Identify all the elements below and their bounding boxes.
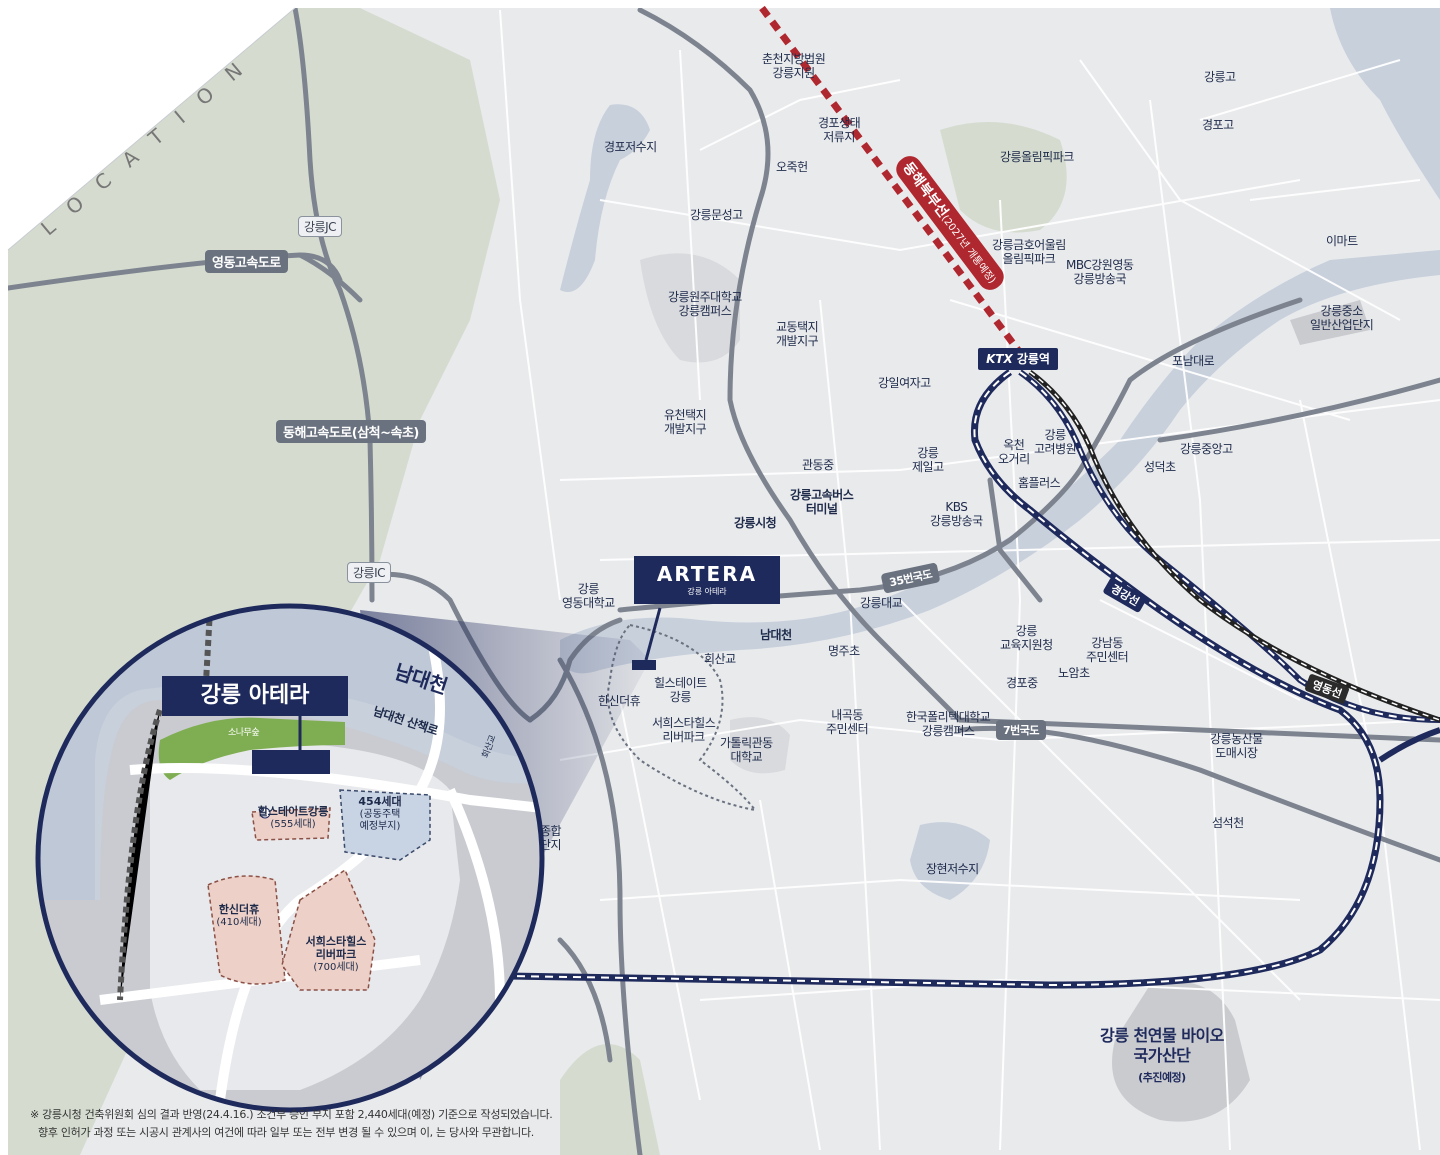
donghae-bukbu-line <box>759 5 1021 353</box>
zoom-circle <box>35 603 545 1113</box>
lot2-name: 454세대 <box>358 795 402 808</box>
lot1-label: 힐스테이트강릉(555세대) <box>250 806 336 831</box>
place-label: 경포저수지 <box>604 140 657 154</box>
lot-hanshin <box>207 875 286 985</box>
place-label: 성덕초 <box>1144 460 1176 474</box>
lot-hillstate <box>251 807 331 841</box>
gangneung-jc-label: 강릉JC <box>298 216 342 237</box>
place-label: 포남대로 <box>1172 354 1215 368</box>
site-marker <box>632 660 656 670</box>
gangneung-ic-label: 강릉IC <box>347 562 391 583</box>
place-label: 경포고 <box>1202 118 1234 132</box>
lot1-name: 힐스테이트강릉 <box>257 805 329 818</box>
lot2-sub2: 예정부지) <box>359 821 401 832</box>
place-label: 경포중 <box>1006 676 1038 690</box>
place-label: 남대천 <box>760 628 792 642</box>
bio-name1: 강릉 천연물 바이오 <box>1100 1026 1224 1045</box>
place-label: 관동중 <box>802 458 834 472</box>
lot3-name: 한신더휴 <box>218 903 260 916</box>
place-label: 노암초 <box>1058 666 1090 680</box>
lot4-name2: 리버파크 <box>315 948 357 961</box>
lot-454 <box>339 789 431 861</box>
place-label: 회산교 <box>704 652 736 666</box>
place-label: 장현저수지 <box>926 862 979 876</box>
lot4-name1: 서희스타힐스 <box>305 935 367 948</box>
footnote-2: 향후 인허가 과정 또는 시공시 관계사의 여건에 따라 일부 또는 전부 변경… <box>38 1126 535 1139</box>
circle-title: 강릉 아테라 <box>162 676 348 716</box>
place-label: 강릉중앙고 <box>1180 442 1233 456</box>
place-label: 홈플러스 <box>1018 476 1061 490</box>
lot3-units: (410세대) <box>216 917 262 928</box>
lot1-units: (555세대) <box>270 819 316 830</box>
place-label: 오죽헌 <box>776 160 808 174</box>
route7-label: 7번국도 <box>996 720 1047 740</box>
ktx-logo: KTX <box>986 352 1013 366</box>
lot2-sub1: (공동주택 <box>359 809 401 820</box>
place-label: 강일여자고 <box>878 376 931 390</box>
donghae-expressway-label: 동해고속도로(삼척~속초) <box>276 420 426 443</box>
place-label: 이마트 <box>1326 234 1358 248</box>
place-label: 명주초 <box>828 644 860 658</box>
place-label: 강릉올림픽파크 <box>1000 150 1074 164</box>
footnote-1: ※ 강릉시청 건축위원회 심의 결과 반영(24.4.16.) 조건부 승인 부… <box>30 1108 553 1121</box>
bio-name2: 국가산단 <box>1133 1046 1191 1065</box>
lot4-units: (700세대) <box>313 962 359 973</box>
place-label: 한신더휴 <box>598 694 641 708</box>
artera-brand-sub: 강릉 아테라 <box>687 587 727 596</box>
circle-site-block <box>252 750 330 774</box>
bio-sub: (추진예정) <box>1138 1071 1186 1084</box>
artera-brand-box: ARTERA 강릉 아테라 <box>634 556 780 604</box>
place-label: 강릉문성고 <box>690 208 743 222</box>
station-name: 강릉역 <box>1016 352 1050 366</box>
place-label: 강릉시청 <box>734 516 777 530</box>
place-label: 강릉대교 <box>860 596 903 610</box>
lot-seohee <box>281 868 376 991</box>
artera-brand-name: ARTERA <box>656 562 758 586</box>
place-label: 강릉고 <box>1204 70 1236 84</box>
lot3-label: 한신더휴(410세대) <box>206 904 272 929</box>
place-label: 섬석천 <box>1212 816 1244 830</box>
yeongdong-expressway-label: 영동고속도로 <box>205 250 288 273</box>
circle-forest-label: 소나무숲 <box>228 728 260 738</box>
